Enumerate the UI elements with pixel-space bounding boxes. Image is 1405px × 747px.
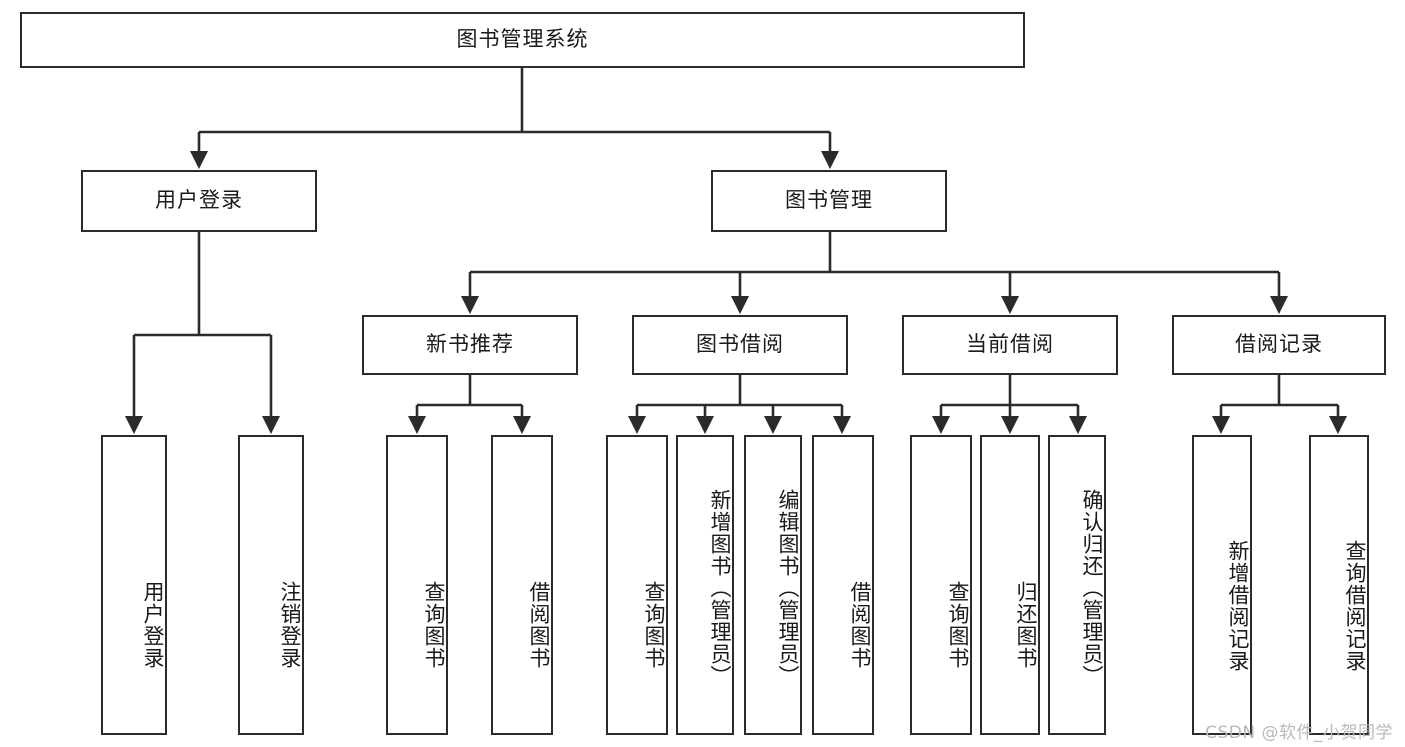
node-label: 用户登录 [141,581,165,669]
node-leaf-add-book[interactable]: 新增图书（管理员） [676,435,734,735]
node-root-book-management-system[interactable]: 图书管理系统 [20,12,1025,68]
watermark-csdn: CSDN @软件_小贺同学 [1205,723,1393,743]
node-borrow-record[interactable]: 借阅记录 [1172,315,1386,375]
node-label: 注销登录 [278,581,302,669]
node-leaf-borrow-book-recommend[interactable]: 借阅图书 [491,435,553,735]
node-label: 确认归还（管理员） [1080,489,1104,687]
node-leaf-query-book-borrow[interactable]: 查询图书 [606,435,668,735]
node-leaf-return-book[interactable]: 归还图书 [980,435,1040,735]
node-leaf-query-book-current[interactable]: 查询图书 [910,435,972,735]
node-label: 借阅图书 [527,581,551,669]
node-label: 图书借阅 [696,332,784,357]
node-leaf-query-borrow-record[interactable]: 查询借阅记录 [1309,435,1369,735]
node-book-borrow[interactable]: 图书借阅 [632,315,848,375]
node-leaf-add-borrow-record[interactable]: 新增借阅记录 [1192,435,1252,735]
node-label: 查询图书 [946,581,970,669]
node-label: 用户登录 [155,188,243,213]
node-label: 查询图书 [642,581,666,669]
node-label: 图书管理系统 [456,27,589,52]
node-leaf-user-login[interactable]: 用户登录 [101,435,167,735]
node-leaf-confirm-return[interactable]: 确认归还（管理员） [1048,435,1106,735]
node-label: 查询借阅记录 [1343,540,1367,672]
node-book-management[interactable]: 图书管理 [711,170,947,232]
node-label: 借阅图书 [848,581,872,669]
node-leaf-edit-book[interactable]: 编辑图书（管理员） [744,435,802,735]
node-label: 查询图书 [422,581,446,669]
node-leaf-borrow-book[interactable]: 借阅图书 [812,435,874,735]
node-label: 编辑图书（管理员） [776,489,800,687]
node-label: 归还图书 [1014,581,1038,669]
node-leaf-query-book-recommend[interactable]: 查询图书 [386,435,448,735]
node-user-login[interactable]: 用户登录 [81,170,317,232]
node-new-book-recommend[interactable]: 新书推荐 [362,315,578,375]
node-label: 借阅记录 [1235,332,1323,357]
node-label: 当前借阅 [966,332,1054,357]
node-leaf-logout-login[interactable]: 注销登录 [238,435,304,735]
node-label: 新增借阅记录 [1226,540,1250,672]
node-current-borrow[interactable]: 当前借阅 [902,315,1118,375]
node-label: 新书推荐 [426,332,514,357]
node-label: 图书管理 [785,188,873,213]
node-label: 新增图书（管理员） [708,489,732,687]
